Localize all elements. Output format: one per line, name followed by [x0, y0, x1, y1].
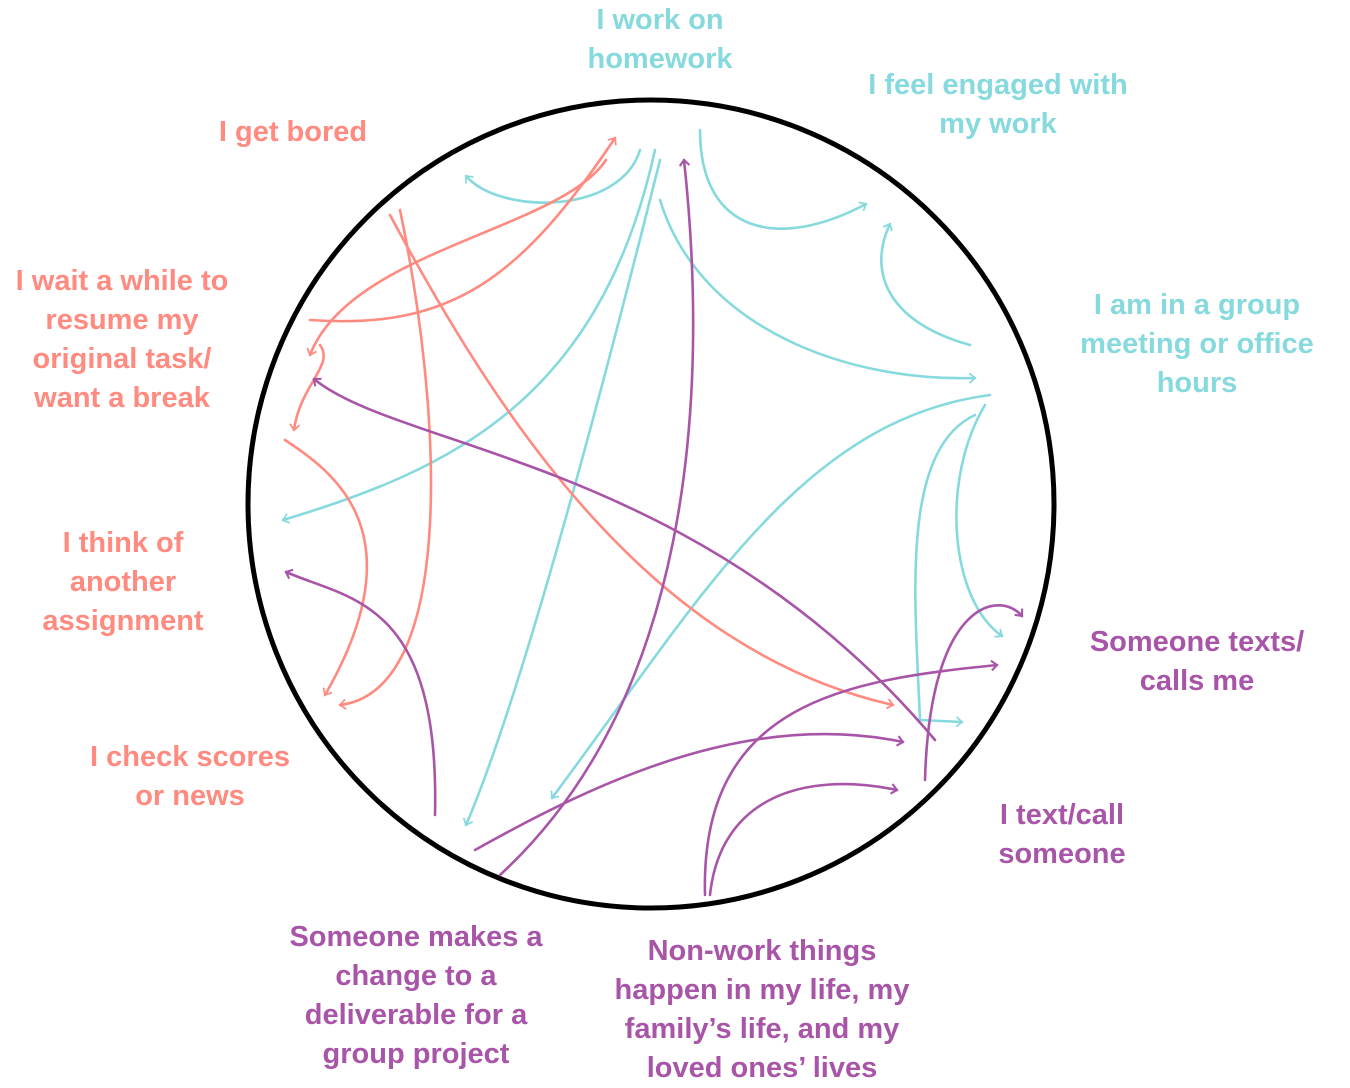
arrow-homework-to-engaged: [698, 128, 868, 230]
label-line: change to a: [335, 960, 497, 992]
arrow-another-to-scores: [283, 438, 369, 697]
label-line: resume my: [45, 304, 199, 336]
arrow-homework-to-another: [281, 148, 657, 524]
arrow-deliverable-to-textcall: [473, 732, 905, 852]
label-line: Someone makes a: [289, 921, 543, 953]
arrow-bored-to-textcall: [388, 213, 895, 710]
label-line: I wait a while to: [15, 265, 229, 297]
label-line: assignment: [42, 605, 204, 637]
arrow-meeting-to-texts: [955, 403, 1004, 638]
label-line: homework: [587, 43, 733, 75]
label-line: or news: [135, 780, 245, 812]
arrow-nonwork-to-textcall: [708, 782, 899, 897]
label-line: my work: [939, 108, 1057, 140]
label-line: original task/: [32, 343, 212, 375]
system-boundary-circle: [245, 97, 1057, 911]
label-line: I get bored: [218, 116, 368, 148]
node-label-text-call: I text/call someone: [998, 796, 1125, 874]
node-label-texts-me: Someone texts/ calls me: [1090, 623, 1304, 701]
arrow-homework-to-wait: [464, 148, 642, 204]
label-line: Non-work things: [647, 935, 877, 967]
label-line: I feel engaged with: [868, 69, 1128, 101]
arrow-meeting-to-deliverable: [550, 393, 992, 800]
label-line: want a break: [34, 382, 210, 414]
label-line: someone: [998, 838, 1126, 870]
label-line: meeting or office: [1080, 328, 1314, 360]
arrow-homework-to-meeting: [658, 198, 977, 384]
node-label-engaged: I feel engaged with my work: [868, 66, 1127, 144]
node-label-homework: I work on homework: [587, 1, 732, 79]
label-line: group project: [322, 1038, 510, 1070]
label-line: Someone texts/: [1089, 626, 1305, 658]
label-line: family’s life, and my: [624, 1013, 900, 1045]
node-label-nonwork: Non-work things happen in my life, my fa…: [615, 932, 910, 1088]
label-line: I text/call: [999, 799, 1125, 831]
label-line: another: [69, 566, 177, 598]
arrow-wait-to-bored: [308, 136, 617, 323]
label-line: calls me: [1139, 665, 1255, 697]
node-label-deliverable: Someone makes a change to a deliverable …: [289, 918, 542, 1074]
label-line: deliverable for a: [304, 999, 528, 1031]
label-line: happen in my life, my: [614, 974, 910, 1006]
label-line: I am in a group: [1093, 289, 1301, 321]
node-label-scores: I check scores or news: [90, 738, 290, 816]
arrow-bored-to-scores: [338, 208, 433, 710]
label-line: I check scores: [90, 741, 290, 773]
node-label-meeting: I am in a group meeting or office hours: [1080, 286, 1314, 403]
arrow-wait-to-another: [289, 343, 325, 432]
label-line: I think of: [62, 527, 184, 559]
arrow-textcall-to-wait: [312, 377, 937, 742]
arrow-nonwork-to-texts: [703, 659, 999, 897]
label-line: hours: [1156, 367, 1238, 399]
arrow-bored-to-wait: [306, 158, 608, 357]
arrow-textcall-to-texts: [923, 604, 1024, 782]
arrow-deliverable-to-homework: [498, 158, 695, 877]
node-label-wait: I wait a while to resume my original tas…: [16, 262, 229, 418]
label-line: I work on: [596, 4, 724, 36]
arrow-homework-to-deliverable: [462, 158, 662, 827]
node-label-bored: I get bored: [219, 113, 367, 152]
arrow-meeting-to-textcall: [914, 413, 977, 728]
node-label-another: I think of another assignment: [42, 524, 203, 641]
arrow-deliverable-to-another: [284, 568, 437, 817]
label-line: loved ones’ lives: [646, 1052, 878, 1084]
arrow-meeting-to-engaged: [880, 222, 972, 347]
